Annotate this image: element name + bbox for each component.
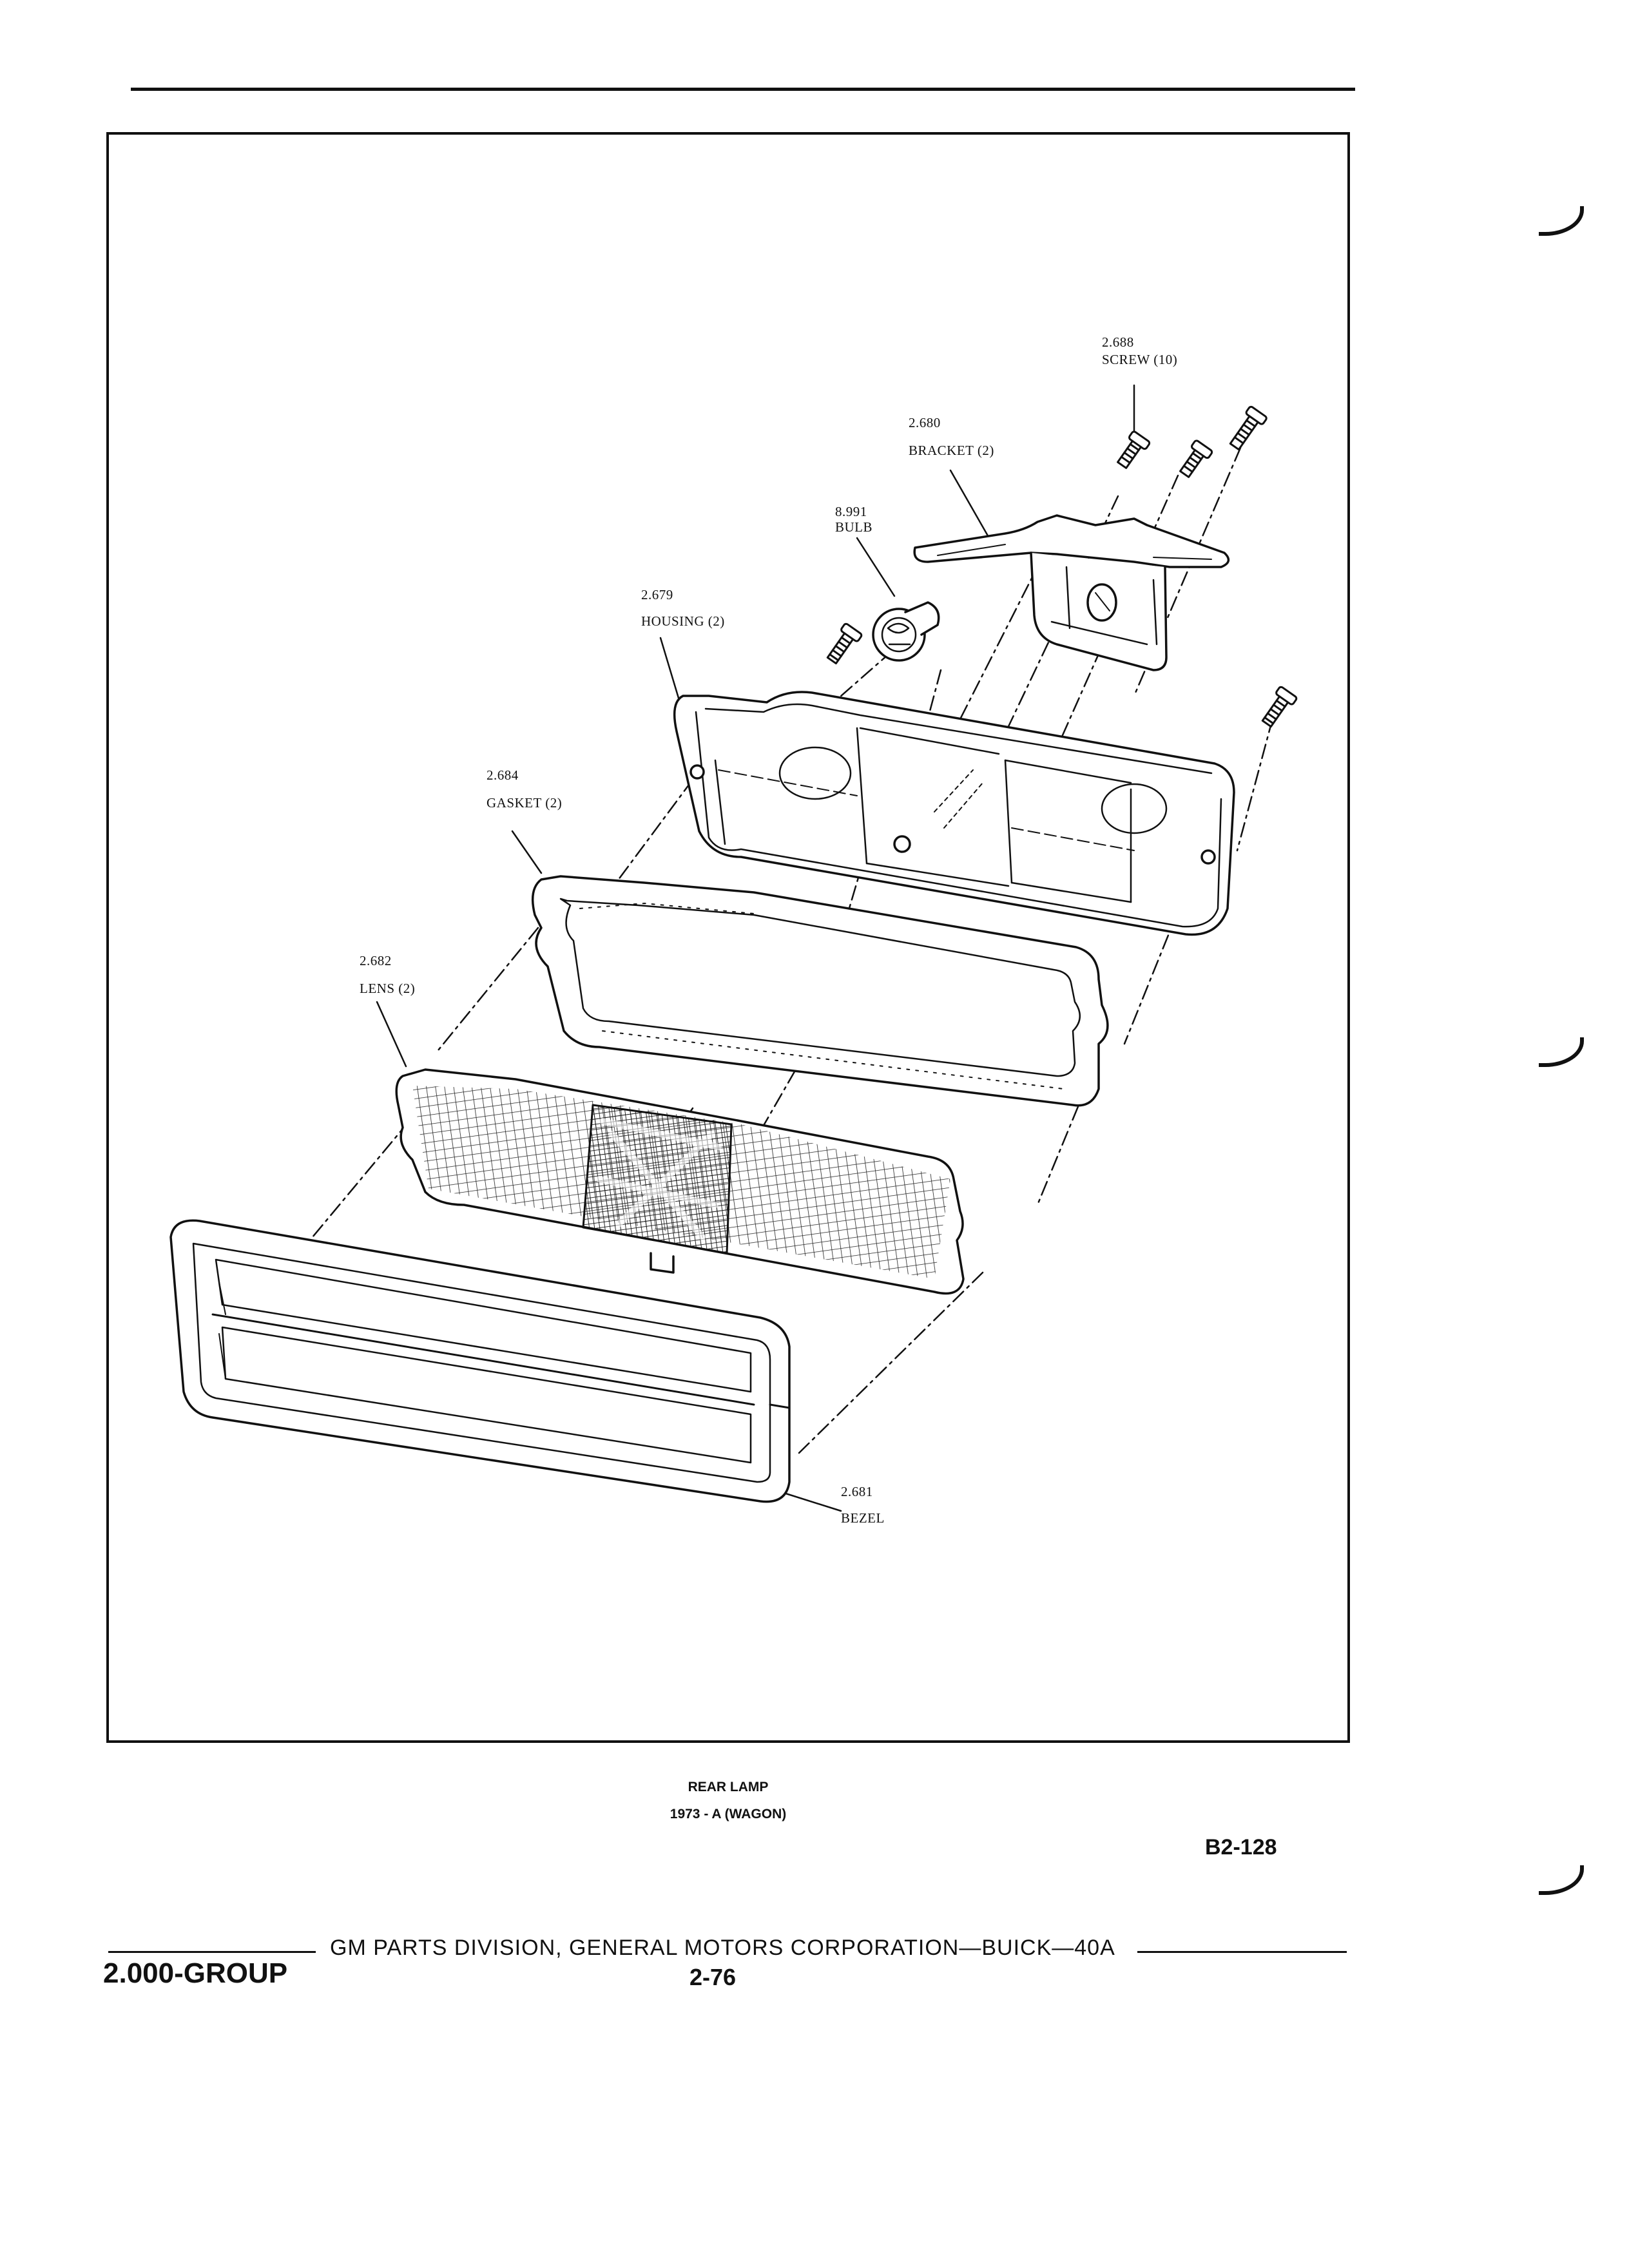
- callout-bulb: 8.991 BULB: [835, 504, 872, 535]
- callout-lens-name: LENS (2): [360, 981, 416, 996]
- callout-bezel-number: 2.681: [841, 1484, 873, 1499]
- footer-rule-left: [108, 1951, 316, 1953]
- figure-code: B2-128: [1205, 1835, 1277, 1860]
- group-label: 2.000-GROUP: [103, 1957, 288, 1989]
- figure-subtitle: 1973 - A (WAGON): [670, 1807, 787, 1821]
- gasket-part: [531, 875, 1109, 1107]
- callout-gasket: 2.684 GASKET (2): [487, 767, 562, 812]
- callout-housing: 2.679 HOUSING (2): [641, 586, 725, 630]
- callout-housing-name: HOUSING (2): [641, 613, 725, 629]
- bezel-part: [169, 1219, 791, 1503]
- diagram-frame: [106, 132, 1350, 1743]
- callout-gasket-name: GASKET (2): [487, 795, 563, 811]
- callout-lens: 2.682 LENS (2): [360, 952, 415, 997]
- figure-title: REAR LAMP: [688, 1780, 769, 1794]
- screw-icon: [826, 405, 1298, 728]
- callout-screw-name: SCREW (10): [1102, 352, 1178, 367]
- callout-bezel-name: BEZEL: [841, 1510, 885, 1526]
- page-number: 2-76: [689, 1964, 737, 1990]
- callout-bracket: 2.680 BRACKET (2): [909, 414, 994, 459]
- callout-screw-number: 2.688: [1102, 334, 1134, 350]
- callout-gasket-number: 2.684: [487, 767, 519, 783]
- callout-bulb-name: BULB: [835, 519, 873, 535]
- housing-part: [673, 691, 1235, 936]
- footer-rule-right: [1137, 1951, 1347, 1953]
- callout-bracket-number: 2.680: [909, 415, 941, 430]
- bulb-part: [872, 601, 940, 662]
- bracket-part: [913, 514, 1230, 671]
- callout-screw: 2.688 SCREW (10): [1102, 334, 1177, 369]
- top-rule: [131, 88, 1355, 91]
- callout-housing-number: 2.679: [641, 587, 673, 602]
- publisher-line: GM PARTS DIVISION, GENERAL MOTORS CORPOR…: [330, 1936, 1115, 1960]
- lens-part: [395, 1068, 965, 1295]
- callout-bulb-number: 8.991: [835, 504, 867, 519]
- callout-bezel: 2.681 BEZEL: [841, 1483, 885, 1527]
- callout-bracket-name: BRACKET (2): [909, 443, 994, 458]
- callout-lens-number: 2.682: [360, 953, 392, 968]
